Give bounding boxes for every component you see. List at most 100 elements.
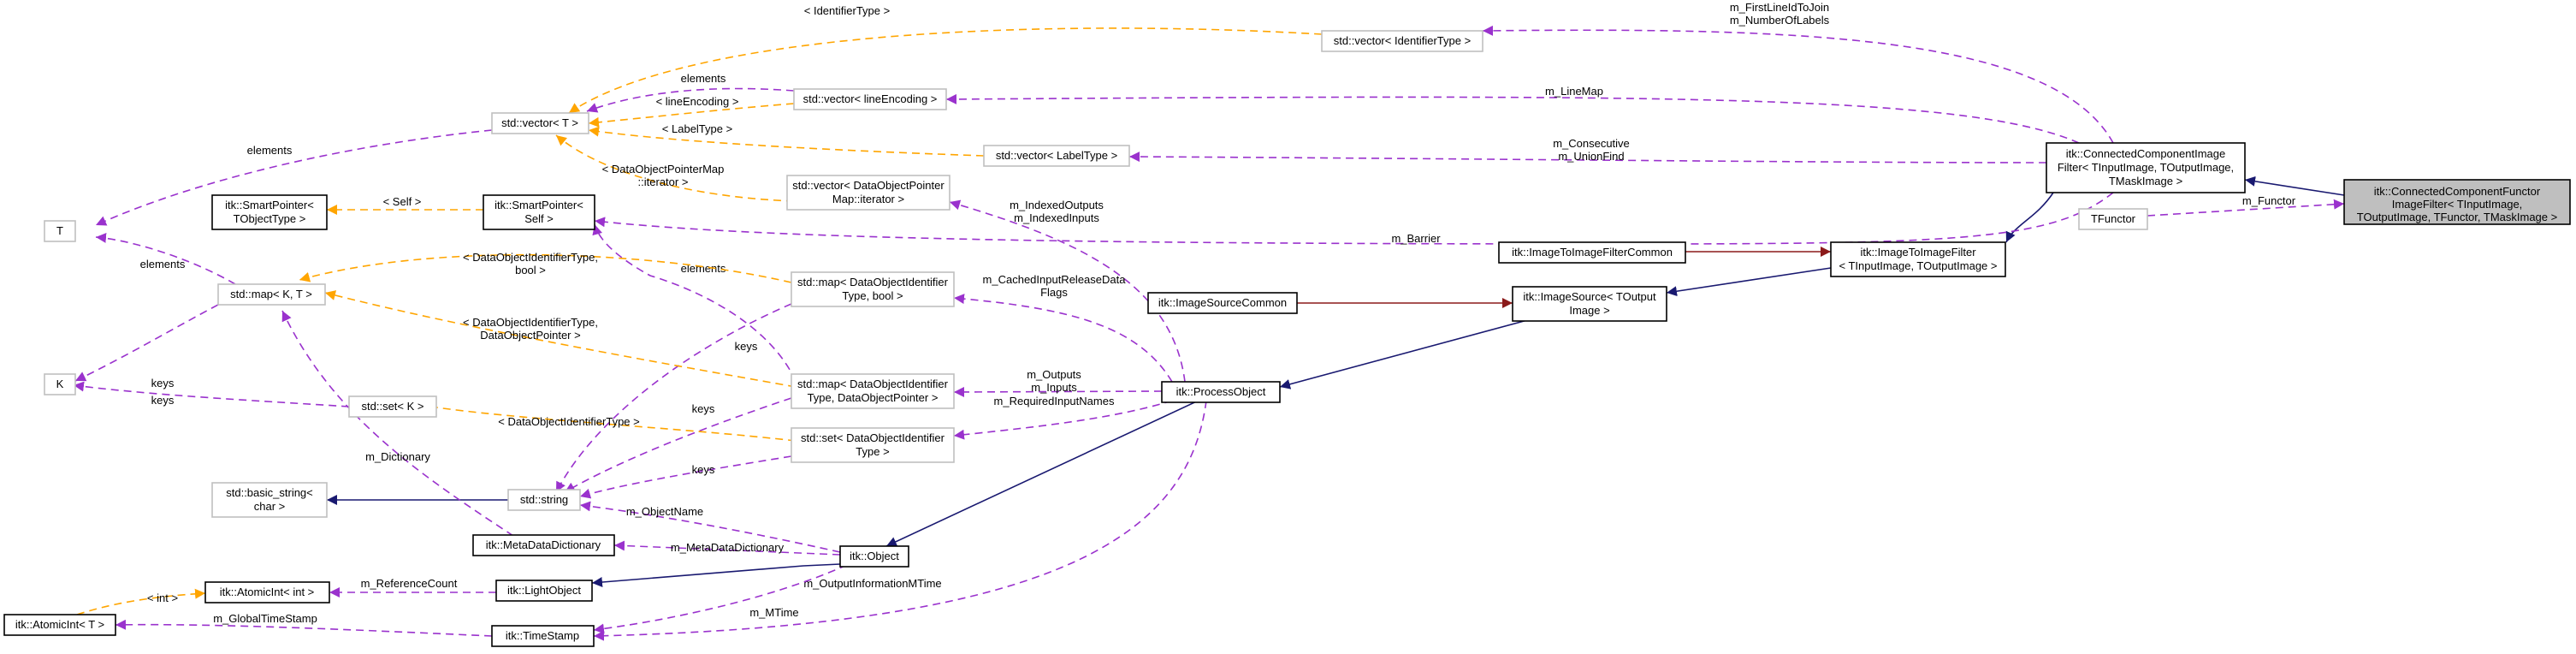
edge-label-keys-setdoi: keys — [692, 463, 715, 476]
edge-label-m-consecutive: m_Consecutive — [1553, 137, 1630, 150]
edge-vecT-to-vecid: < IdentifierType > — [568, 4, 1323, 114]
edge-label-elements-mapkt: elements — [140, 258, 186, 271]
node-vector-t[interactable]: std::vector< T > — [491, 112, 589, 134]
edge-label-m-unionfind: m_UnionFind — [1558, 150, 1624, 163]
edge-label-m-inputs: m_Inputs — [1031, 381, 1077, 394]
node-connected-component-image-filter[interactable]: itk::ConnectedComponentImage Filter< TIn… — [2046, 142, 2246, 193]
svg-text:std::vector< IdentifierType >: std::vector< IdentifierType > — [1334, 34, 1471, 47]
edge-po-to-ts: m_OutputInformationMTime — [593, 400, 1207, 641]
svg-text:itk::SmartPointer<: itk::SmartPointer< — [225, 199, 314, 211]
edge-label-m-indexedinputs: m_IndexedInputs — [1014, 211, 1099, 224]
edge-ts-to-aiT: m_GlobalTimeStamp — [115, 612, 493, 637]
edge-label-m-linemap: m_LineMap — [1545, 85, 1603, 98]
node-smart-pointer-self[interactable]: itk::SmartPointer< Self > — [483, 194, 595, 230]
svg-text:itk::ImageToImageFilter: itk::ImageToImageFilter — [1860, 246, 1976, 259]
node-t[interactable]: T — [44, 220, 76, 242]
svg-text:Image >: Image > — [1569, 304, 1609, 317]
edge-vecT-to-vecdop: < DataObjectPointerMap ::iterator > — [555, 134, 795, 202]
svg-text:std::basic_string<: std::basic_string< — [226, 486, 313, 499]
node-smart-pointer-tobjecttype[interactable]: itk::SmartPointer< TObjectType > — [211, 194, 328, 230]
svg-text:itk::ConnectedComponentImage: itk::ConnectedComponentImage — [2066, 147, 2225, 160]
node-meta-data-dictionary[interactable]: itk::MetaDataDictionary — [472, 534, 615, 556]
edge-label-m-functor: m_Functor — [2242, 194, 2296, 207]
node-image-source[interactable]: itk::ImageSource< TOutput Image > — [1512, 286, 1667, 322]
node-tfunctor[interactable]: TFunctor — [2078, 208, 2148, 230]
edges: m_Functor m_FirstLineIdToJoin m_NumberOf… — [73, 1, 2345, 641]
edge-iif-to-isrc — [1666, 267, 1832, 297]
node-std-string[interactable]: std::string — [507, 489, 581, 511]
nodes: itk::ConnectedComponentFunctor ImageFilt… — [3, 30, 2571, 647]
svg-text:itk::AtomicInt< T >: itk::AtomicInt< T > — [15, 618, 104, 631]
edge-label-lineencoding: < lineEncoding > — [656, 95, 739, 108]
edge-obj-to-ts: m_MTime — [593, 564, 848, 634]
node-k[interactable]: K — [44, 373, 76, 395]
edge-po-to-obj — [885, 398, 1203, 547]
node-light-object[interactable]: itk::LightObject — [495, 580, 593, 602]
edge-label-doit: < DataObjectIdentifierType > — [498, 415, 639, 428]
edge-label-flags: Flags — [1040, 286, 1068, 299]
svg-text:itk::ConnectedComponentFunctor: itk::ConnectedComponentFunctor — [2374, 185, 2541, 198]
svg-text:std::map< DataObjectIdentifier: std::map< DataObjectIdentifier — [797, 276, 949, 288]
svg-text:itk::SmartPointer<: itk::SmartPointer< — [494, 199, 583, 211]
node-time-stamp[interactable]: itk::TimeStamp — [491, 625, 595, 647]
node-set-k[interactable]: std::set< K > — [348, 395, 437, 418]
node-atomic-int-int[interactable]: itk::AtomicInt< int > — [204, 581, 330, 603]
edge-ccif-to-iif — [2005, 192, 2054, 243]
edge-lo-to-aiint: m_ReferenceCount — [329, 577, 496, 598]
node-vector-identifiertype[interactable]: std::vector< IdentifierType > — [1321, 30, 1483, 52]
node-image-to-image-filter-common[interactable]: itk::ImageToImageFilterCommon — [1498, 241, 1686, 264]
svg-text:std::set< K >: std::set< K > — [362, 400, 424, 413]
edge-label-doit-bool-1: < DataObjectIdentifierType, — [463, 251, 598, 264]
svg-text:std::set< DataObjectIdentifier: std::set< DataObjectIdentifier — [801, 431, 945, 444]
node-map-k-t[interactable]: std::map< K, T > — [217, 283, 326, 306]
node-vector-dop-map-iterator[interactable]: std::vector< DataObjectPointer Map::iter… — [786, 175, 950, 211]
svg-text:Filter< TInputImage, TOutputIm: Filter< TInputImage, TOutputImage, — [2058, 161, 2234, 174]
edge-label-m-numberoflabels: m_NumberOfLabels — [1730, 14, 1830, 27]
edge-label-m-mtime: m_MTime — [749, 606, 798, 619]
edge-label-m-referencecount: m_ReferenceCount — [361, 577, 458, 590]
edge-tfunctor-to-main: m_Functor — [2147, 194, 2345, 217]
svg-text:< TInputImage, TOutputImage >: < TInputImage, TOutputImage > — [1839, 259, 1997, 272]
edge-mapKT-to-mapdp: < DataObjectIdentifierType, DataObjectPo… — [324, 290, 796, 388]
edge-label-m-requiredinputnames: m_RequiredInputNames — [994, 395, 1115, 407]
svg-text:Type, bool >: Type, bool > — [842, 289, 903, 302]
edge-po-to-mapbool: m_CachedInputReleaseData Flags — [953, 273, 1173, 383]
node-vector-labeltype[interactable]: std::vector< LabelType > — [983, 145, 1130, 167]
node-connected-component-functor-image-filter[interactable]: itk::ConnectedComponentFunctor ImageFilt… — [2343, 179, 2571, 225]
node-image-to-image-filter[interactable]: itk::ImageToImageFilter < TInputImage, T… — [1830, 241, 2006, 277]
edge-vecle-to-vecT: elements — [586, 72, 795, 113]
node-process-object[interactable]: itk::ProcessObject — [1161, 381, 1281, 403]
edge-main-to-ccif — [2244, 175, 2345, 196]
svg-text:std::vector< T >: std::vector< T > — [501, 116, 578, 129]
edge-ccif-to-spself: m_Barrier — [594, 192, 2114, 245]
edge-label-m-objectname: m_ObjectName — [626, 505, 703, 518]
svg-text:Type, DataObjectPointer >: Type, DataObjectPointer > — [808, 391, 939, 404]
node-atomic-int-t[interactable]: itk::AtomicInt< T > — [3, 614, 116, 636]
node-map-doi-dop[interactable]: std::map< DataObjectIdentifier Type, Dat… — [791, 373, 955, 409]
edge-label-keys-mapdp: keys — [692, 402, 715, 415]
edge-po-to-mapdp: m_Outputs m_Inputs — [953, 368, 1163, 397]
edge-label-self: < Self > — [383, 195, 422, 208]
node-std-basic-string[interactable]: std::basic_string< char > — [211, 482, 328, 518]
node-map-doi-bool[interactable]: std::map< DataObjectIdentifier Type, boo… — [791, 271, 955, 307]
svg-text:itk::ProcessObject: itk::ProcessObject — [1176, 385, 1266, 398]
svg-text:std::vector< lineEncoding >: std::vector< lineEncoding > — [803, 92, 938, 105]
edge-po-to-vecdop: m_IndexedOutputs m_IndexedInputs — [949, 199, 1186, 383]
svg-text:itk::ImageSource< TOutput: itk::ImageSource< TOutput — [1523, 290, 1656, 303]
edge-label-m-barrier: m_Barrier — [1391, 232, 1441, 245]
node-vector-lineencoding[interactable]: std::vector< lineEncoding > — [793, 88, 947, 110]
edge-label-int: < int > — [147, 592, 178, 604]
edge-setK-to-setdoi: < DataObjectIdentifierType > — [424, 401, 796, 442]
edge-label-doit-dop-1: < DataObjectIdentifierType, — [463, 316, 598, 329]
node-set-data-object-identifier-type[interactable]: std::set< DataObjectIdentifier Type > — [791, 427, 955, 463]
edge-label-m-dictionary: m_Dictionary — [365, 450, 430, 463]
node-image-source-common[interactable]: itk::ImageSourceCommon — [1147, 292, 1298, 314]
node-object[interactable]: itk::Object — [839, 545, 909, 568]
edge-label-doit-bool-2: bool > — [515, 264, 546, 276]
svg-text:TOutputImage, TFunctor, TMaskI: TOutputImage, TFunctor, TMaskImage > — [2357, 211, 2557, 223]
edge-label-elements-vecle: elements — [681, 72, 726, 85]
edge-label-dopm-1: < DataObjectPointerMap — [602, 163, 725, 175]
edge-label-m-indexedoutputs: m_IndexedOutputs — [1010, 199, 1104, 211]
edge-label-m-cachedinputreleasedata: m_CachedInputReleaseData — [983, 273, 1127, 286]
svg-text:itk::AtomicInt< int >: itk::AtomicInt< int > — [220, 586, 315, 598]
